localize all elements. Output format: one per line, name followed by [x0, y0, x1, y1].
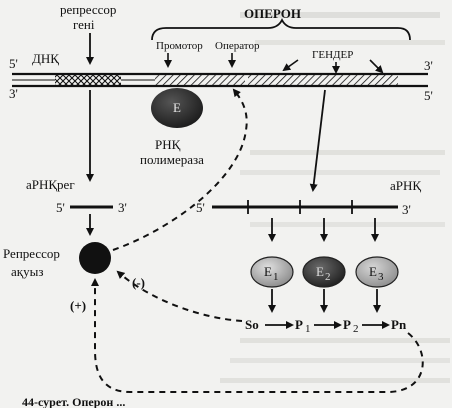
gene-arrow-1 [282, 59, 299, 72]
figure-caption: 44-сурет. Оперон ... [22, 395, 125, 408]
repressor-protein-label-2: ақуыз [11, 264, 43, 279]
background-texture [220, 12, 450, 383]
rna-polymerase-blob [151, 88, 203, 128]
enzyme-e1 [250, 256, 294, 288]
repressor-gene-label-1: репрессор [60, 2, 116, 17]
product-pn: Pn [391, 317, 407, 332]
operator-label: Оператор [215, 40, 260, 52]
pn-to-repressor-dashed [91, 278, 424, 393]
arna-reg-label: аРНҚрег [26, 177, 75, 192]
rna-polymerase-label-1: РНҚ [155, 137, 181, 152]
promoter-operator-segment [155, 75, 245, 85]
enzyme-e1-sub: 1 [273, 271, 279, 283]
arna-5: 5' [196, 200, 205, 215]
structural-genes-segment [248, 75, 398, 85]
dna-5-top: 5' [9, 56, 18, 71]
product-p1: P [295, 317, 303, 332]
gene-arrow-3 [369, 59, 384, 74]
operon-label: ОПЕРОН [244, 6, 301, 21]
enzyme-e3-sub: 3 [378, 271, 384, 283]
genes-label: ГЕНДЕР [312, 49, 353, 61]
rna-polymerase-e: E [173, 100, 181, 115]
enzyme-e1-label: E [264, 264, 272, 279]
dna-3-bottom-left: 3' [9, 86, 18, 101]
enzyme-e2-sub: 2 [325, 271, 331, 283]
rna-polymerase-label-2: полимераза [140, 152, 204, 167]
arna-3: 3' [402, 202, 411, 217]
repressor-protein-label-1: Репрессор [3, 246, 60, 261]
negative-regulation-sign: (-) [132, 275, 145, 290]
operon-bracket [151, 17, 411, 41]
dna-double-strand [12, 72, 428, 88]
repressor-gene-label-2: гені [73, 17, 95, 32]
repressor-gene-segment [55, 75, 121, 85]
substrate-so: So [245, 317, 259, 332]
dna-5-bottom-right: 5' [424, 88, 433, 103]
arna-strand [212, 200, 398, 214]
genes-to-mrna-arrow [309, 89, 326, 192]
so-to-repressor-dashed [116, 270, 243, 322]
arna-reg-5: 5' [56, 200, 65, 215]
repressor-to-operator-dashed [112, 88, 248, 251]
promoter-label: Промотор [156, 40, 203, 52]
enzyme-e2-label: E [316, 264, 324, 279]
arna-reg-3: 3' [118, 200, 127, 215]
repressor-protein-ball [79, 242, 111, 274]
enzyme-e3-label: E [369, 264, 377, 279]
product-p2-sub: 2 [353, 323, 359, 335]
product-p2: P [343, 317, 351, 332]
product-p1-sub: 1 [305, 323, 311, 335]
enzyme-e3 [355, 256, 399, 288]
dna-3-top: 3' [424, 58, 433, 73]
enzyme-e2 [302, 256, 346, 288]
dna-label: ДНҚ [32, 51, 59, 66]
arna-label: аРНҚ [390, 178, 421, 193]
positive-regulation-sign: (+) [70, 298, 86, 313]
